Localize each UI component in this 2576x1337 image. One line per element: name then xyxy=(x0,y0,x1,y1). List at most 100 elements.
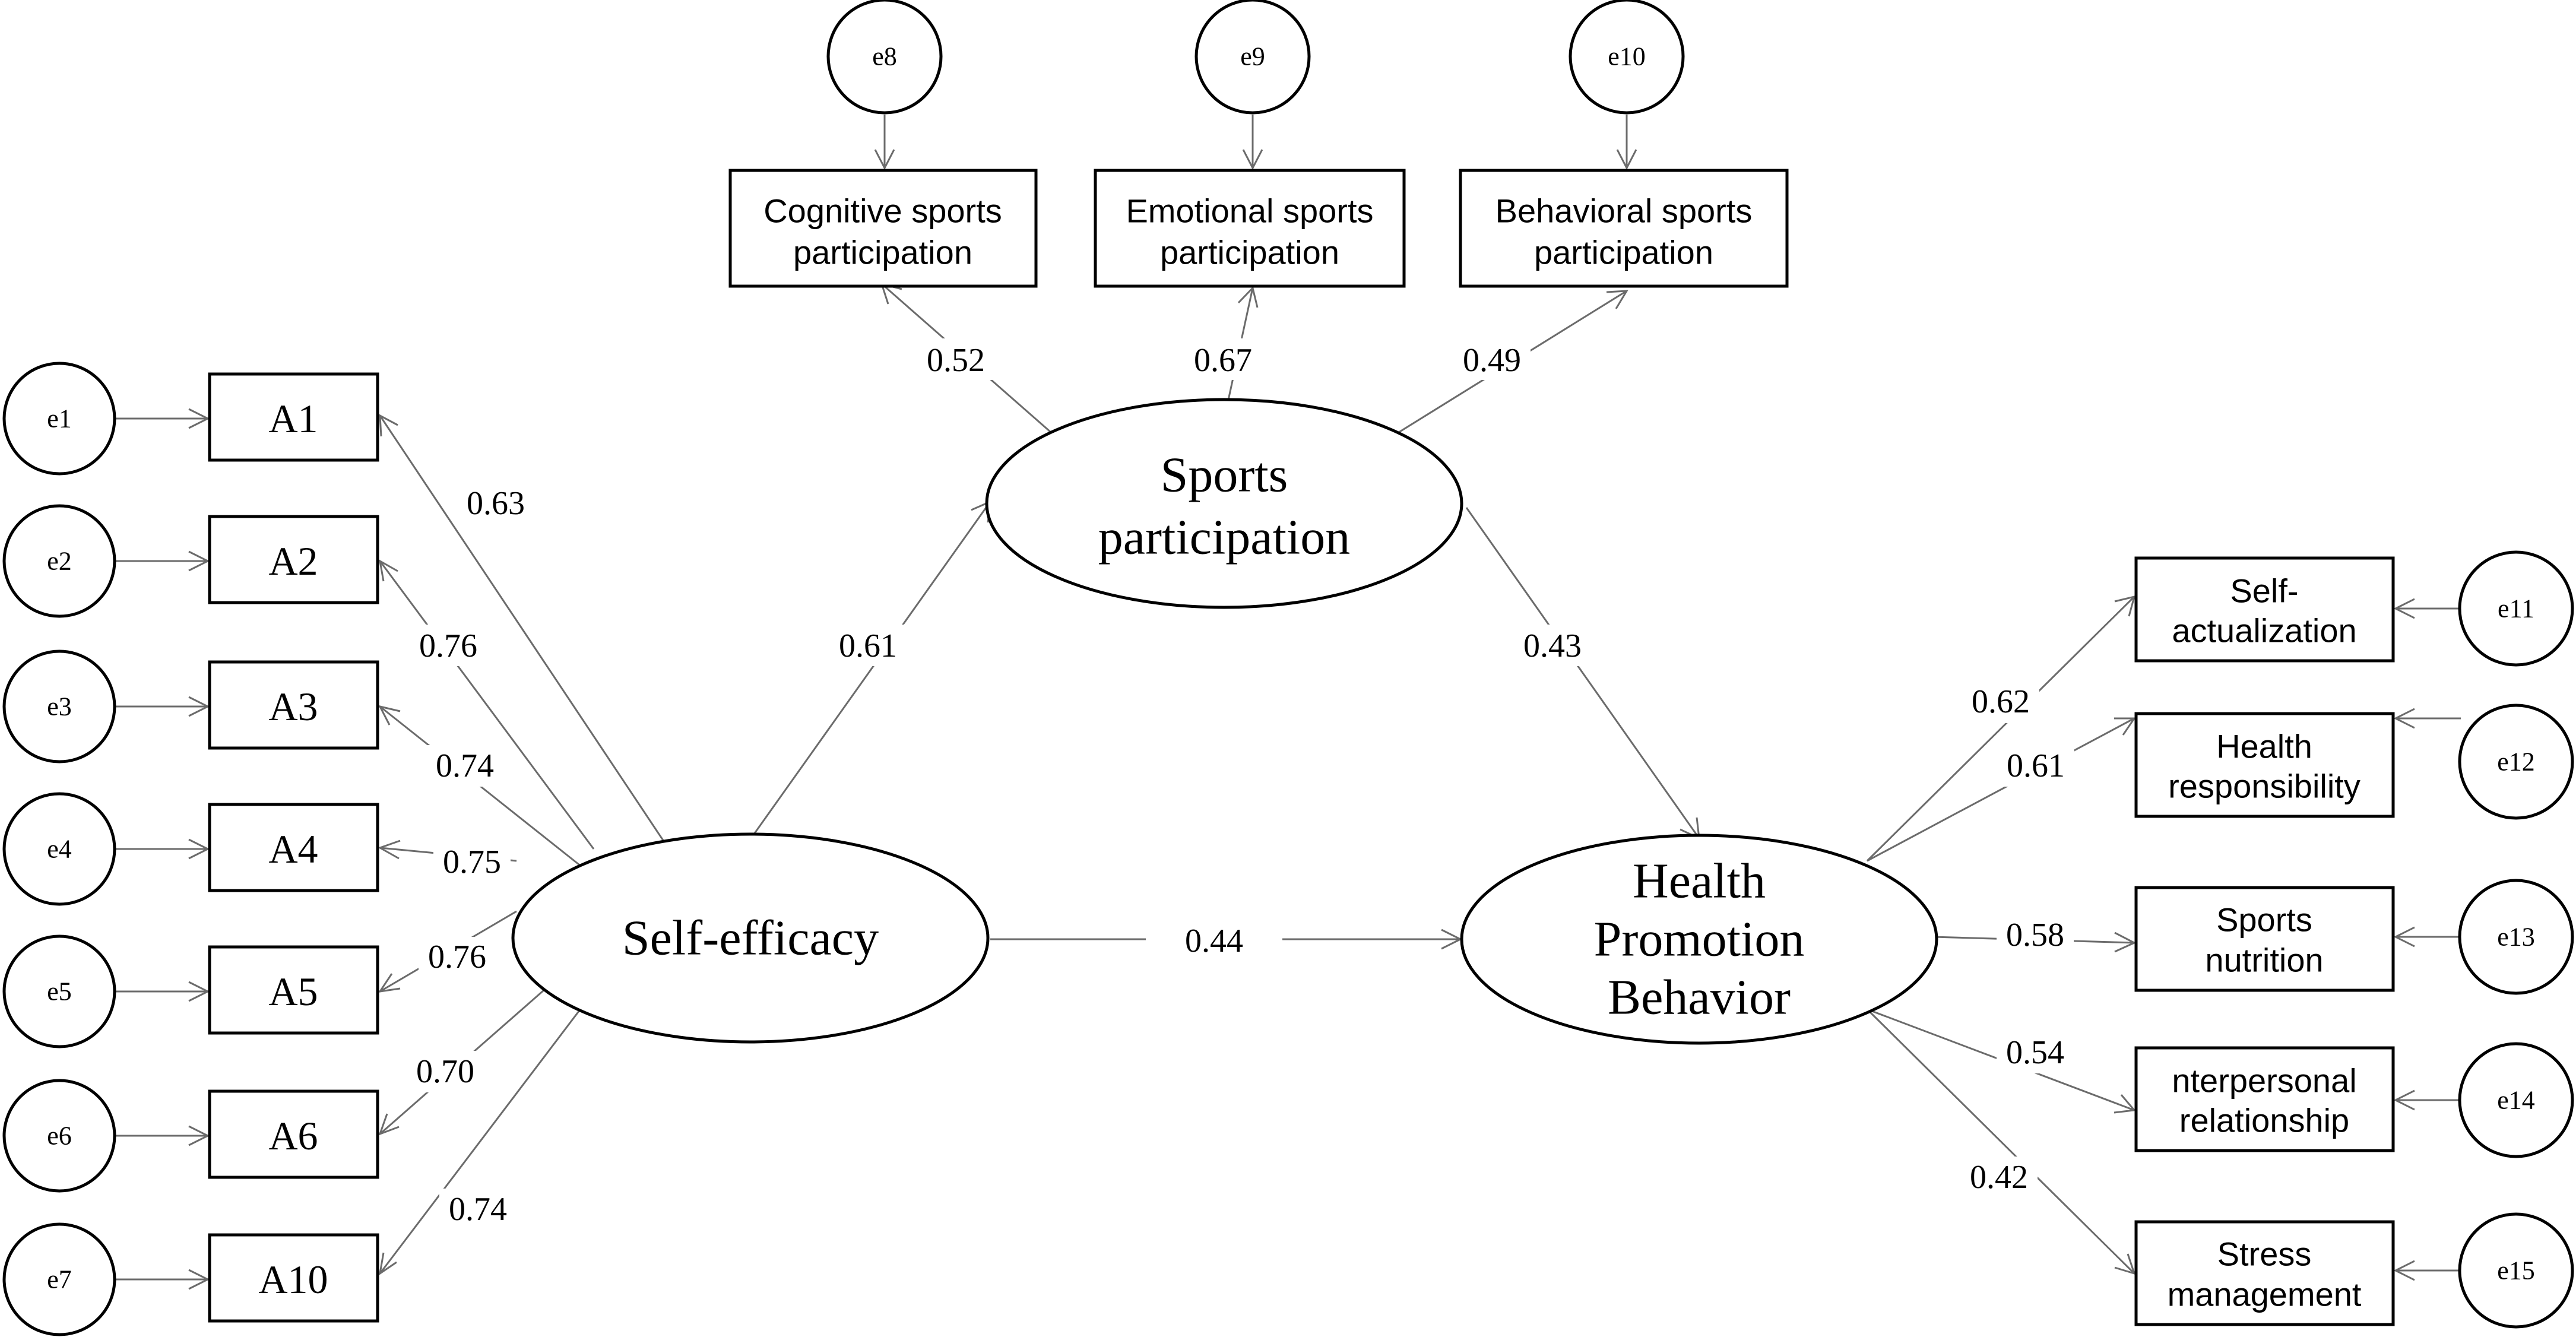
coef-health-responsibility: 0.61 xyxy=(2007,747,2065,784)
indicator-interpersonal-relationship: nterpersonal relationship xyxy=(2134,1046,2395,1152)
coef-se-to-sp: 0.61 xyxy=(839,628,897,664)
svg-text:e15: e15 xyxy=(2497,1256,2535,1285)
svg-text:e3: e3 xyxy=(47,692,72,721)
svg-text:Emotional sports: Emotional sports xyxy=(1126,192,1373,230)
svg-text:participation: participation xyxy=(1534,234,1713,271)
svg-text:management: management xyxy=(2168,1276,2362,1313)
path-coefficients: 0.63 0.76 0.74 0.75 0.76 0.70 0.74 0.52 … xyxy=(407,338,2074,1230)
error-node-e15: e15 xyxy=(2458,1212,2574,1329)
error-node-e12: e12 xyxy=(2458,704,2574,820)
svg-text:Behavior: Behavior xyxy=(1608,970,1791,1025)
self-efficacy-loading-lines xyxy=(378,414,666,1276)
svg-text:Self-: Self- xyxy=(2230,572,2298,610)
error-node-e10: e10 xyxy=(1569,0,1685,115)
indicator-self-actualization: Self- actualization xyxy=(2134,556,2395,663)
error-node-e4: e4 xyxy=(2,792,116,906)
svg-text:e8: e8 xyxy=(872,42,897,71)
indicator-A2: A2 xyxy=(208,515,379,604)
error-node-e13: e13 xyxy=(2458,879,2574,995)
svg-text:Self-efficacy: Self-efficacy xyxy=(622,911,879,966)
coef-cognitive: 0.52 xyxy=(927,342,985,379)
svg-text:Promotion: Promotion xyxy=(1594,912,1805,967)
latent-health-promotion-behavior: Health Promotion Behavior xyxy=(1460,834,1938,1045)
indicator-stress-management: Stress management xyxy=(2134,1220,2395,1326)
indicator-sports-nutrition: Sports nutrition xyxy=(2134,886,2395,992)
svg-text:Stress: Stress xyxy=(2217,1235,2312,1273)
svg-text:participation: participation xyxy=(793,234,972,271)
error-node-e11: e11 xyxy=(2458,550,2574,667)
svg-text:A2: A2 xyxy=(268,538,318,584)
svg-text:A3: A3 xyxy=(268,684,318,729)
structural-paths xyxy=(750,500,1700,950)
svg-text:Behavioral sports: Behavioral sports xyxy=(1495,192,1753,230)
error-node-e5: e5 xyxy=(2,934,116,1048)
svg-text:e14: e14 xyxy=(2497,1086,2535,1115)
coef-behavioral: 0.49 xyxy=(1463,342,1521,379)
indicator-health-responsibility: Health responsibility xyxy=(2134,712,2395,818)
svg-text:A6: A6 xyxy=(268,1113,318,1158)
svg-text:nutrition: nutrition xyxy=(2205,942,2323,979)
latent-sports-participation: Sports participation xyxy=(985,398,1463,609)
indicator-A1: A1 xyxy=(208,372,379,462)
error-node-e7: e7 xyxy=(2,1222,116,1336)
svg-text:responsibility: responsibility xyxy=(2168,768,2360,805)
svg-text:e4: e4 xyxy=(47,835,72,864)
coef-sports-nutrition: 0.58 xyxy=(2006,917,2064,953)
latent-self-efficacy: Self-efficacy xyxy=(511,832,990,1044)
svg-text:Sports: Sports xyxy=(2216,901,2312,939)
svg-text:e2: e2 xyxy=(47,547,72,576)
coef-A3: 0.74 xyxy=(436,747,494,784)
svg-text:participation: participation xyxy=(1160,234,1339,271)
svg-text:A4: A4 xyxy=(268,826,318,872)
coef-A4: 0.75 xyxy=(443,844,501,880)
error-node-e14: e14 xyxy=(2458,1042,2574,1158)
svg-text:Health: Health xyxy=(1633,854,1766,909)
coef-A1: 0.63 xyxy=(467,485,525,522)
coef-interpersonal: 0.54 xyxy=(2006,1034,2064,1071)
indicator-A6: A6 xyxy=(208,1089,379,1179)
svg-text:Sports: Sports xyxy=(1161,448,1288,503)
svg-text:A10: A10 xyxy=(258,1257,328,1302)
indicator-behavioral-sports-participation: Behavioral sports participation xyxy=(1459,169,1789,288)
coef-self-actualization: 0.62 xyxy=(1972,683,2030,720)
error-node-e2: e2 xyxy=(2,504,116,618)
svg-text:e9: e9 xyxy=(1240,42,1265,71)
svg-text:Health: Health xyxy=(2216,728,2312,765)
error-node-e6: e6 xyxy=(2,1079,116,1193)
error-node-e3: e3 xyxy=(2,650,116,763)
error-node-e8: e8 xyxy=(826,0,943,115)
svg-text:e11: e11 xyxy=(2498,594,2534,623)
coef-se-to-hpb: 0.44 xyxy=(1185,923,1243,959)
svg-text:e7: e7 xyxy=(47,1265,72,1294)
svg-text:e5: e5 xyxy=(47,977,72,1006)
indicator-cognitive-sports-participation: Cognitive sports participation xyxy=(728,169,1038,288)
svg-text:relationship: relationship xyxy=(2179,1102,2349,1139)
svg-text:Cognitive sports: Cognitive sports xyxy=(763,192,1002,230)
svg-text:participation: participation xyxy=(1098,510,1351,565)
svg-text:e1: e1 xyxy=(47,404,72,433)
coef-stress: 0.42 xyxy=(1970,1159,2028,1196)
indicator-A10: A10 xyxy=(208,1233,379,1323)
coef-A10: 0.74 xyxy=(449,1191,507,1228)
svg-text:e12: e12 xyxy=(2497,747,2535,777)
error-node-e9: e9 xyxy=(1194,0,1311,115)
indicator-A5: A5 xyxy=(208,945,379,1035)
svg-text:e6: e6 xyxy=(47,1121,72,1151)
error-node-e1: e1 xyxy=(2,362,116,476)
coef-A6: 0.70 xyxy=(416,1053,474,1090)
indicator-emotional-sports-participation: Emotional sports participation xyxy=(1094,169,1406,288)
coef-A5: 0.76 xyxy=(428,939,486,975)
indicator-A4: A4 xyxy=(208,803,379,892)
svg-text:A5: A5 xyxy=(268,969,318,1014)
coef-sp-to-hpb: 0.43 xyxy=(1523,628,1582,664)
svg-text:actualization: actualization xyxy=(2172,612,2356,650)
error-arrows xyxy=(115,115,2461,1290)
svg-text:nterpersonal: nterpersonal xyxy=(2172,1062,2356,1100)
svg-text:e13: e13 xyxy=(2497,923,2535,952)
svg-text:A1: A1 xyxy=(268,396,318,441)
indicator-A3: A3 xyxy=(208,660,379,750)
svg-text:e10: e10 xyxy=(1608,42,1646,71)
coef-emotional: 0.67 xyxy=(1194,342,1252,379)
coef-A2: 0.76 xyxy=(419,628,477,664)
